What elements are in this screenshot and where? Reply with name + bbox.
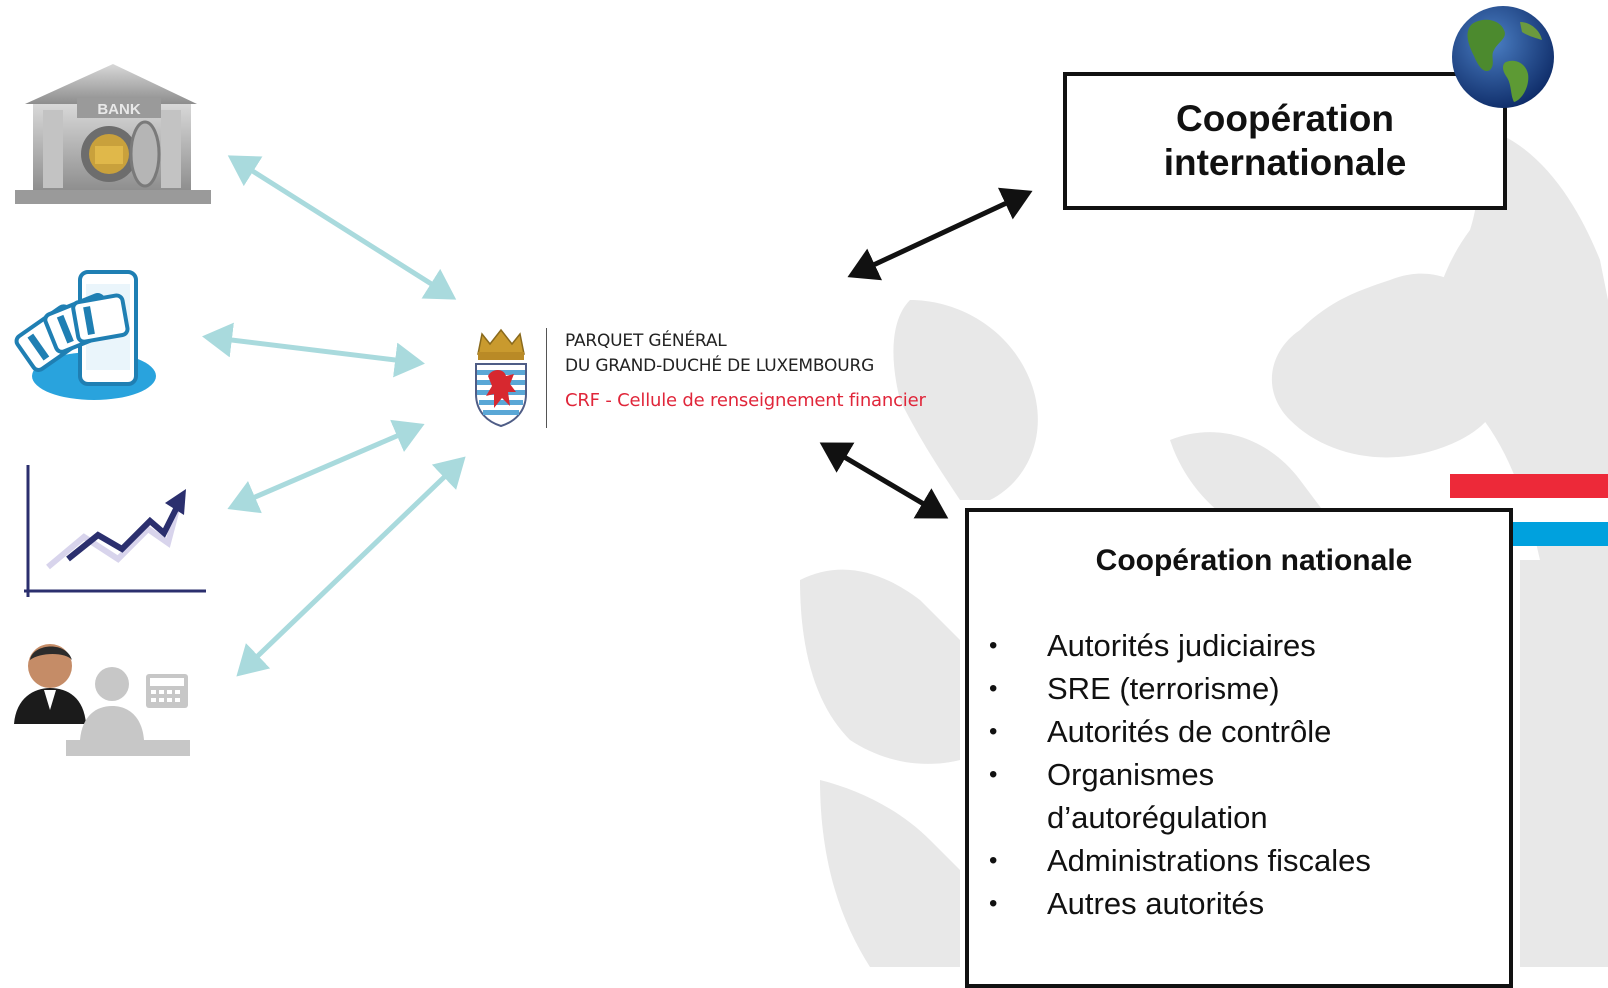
globe-icon: [1452, 6, 1554, 108]
bullet-icon: •: [989, 761, 998, 788]
arrow-cards: [202, 322, 425, 378]
logo-line-crf: CRF - Cellule de renseignement financier: [565, 390, 926, 411]
logo-divider: [546, 328, 547, 428]
national-cooperation-list: • Autorités judiciaires • SRE (terrorisme)…: [969, 624, 1427, 925]
professionals-icon: [14, 644, 190, 756]
bullet-icon: •: [989, 632, 998, 659]
arrow-national: [819, 442, 949, 519]
bullet-icon: •: [989, 718, 998, 745]
list-item-text: Organismes d’autorégulation: [1047, 757, 1268, 835]
arrow-bank: [227, 155, 457, 300]
growth-chart-icon: [24, 465, 206, 597]
logo-line-parquet: PARQUET GÉNÉRAL: [565, 331, 727, 351]
list-item-text: SRE (terrorisme): [1047, 671, 1280, 706]
crf-logo: PARQUET GÉNÉRAL DU GRAND-DUCHÉ DE LUXEMB…: [470, 322, 990, 432]
list-item-text: Administrations fiscales: [1047, 843, 1371, 878]
crest-icon: [475, 328, 527, 428]
national-cooperation-title: Coopération nationale: [1095, 544, 1413, 577]
international-cooperation-box: Coopération internationale: [1063, 72, 1507, 210]
bank-sign-text: BANK: [97, 101, 140, 118]
list-item: • Autorités de contrôle: [969, 710, 1427, 753]
bullet-icon: •: [989, 675, 998, 702]
list-item: • SRE (terrorisme): [969, 667, 1427, 710]
arrow-chart: [227, 419, 425, 514]
arrow-people: [236, 456, 466, 677]
mobile-payment-icon: [14, 270, 156, 400]
list-item: • Administrations fiscales: [969, 839, 1427, 882]
bank-icon: BANK: [15, 64, 211, 204]
bullet-icon: •: [989, 847, 998, 874]
list-item: • Organismes d’autorégulation: [969, 753, 1427, 839]
list-item-text: Autres autorités: [1047, 886, 1265, 921]
international-cooperation-title: Coopération internationale: [1163, 97, 1407, 183]
arrow-international: [847, 187, 1033, 281]
logo-line-grand-duche: DU GRAND-DUCHÉ DE LUXEMBOURG: [565, 356, 875, 376]
list-item-text: Autorités de contrôle: [1047, 714, 1332, 749]
bullet-icon: •: [989, 890, 998, 917]
list-item: • Autorités judiciaires: [969, 624, 1427, 667]
list-item-text: Autorités judiciaires: [1047, 628, 1316, 663]
national-cooperation-box: Coopération nationale • Autorités judicia…: [965, 508, 1513, 988]
list-item: • Autres autorités: [969, 882, 1427, 925]
connection-arrows: [202, 155, 1033, 677]
